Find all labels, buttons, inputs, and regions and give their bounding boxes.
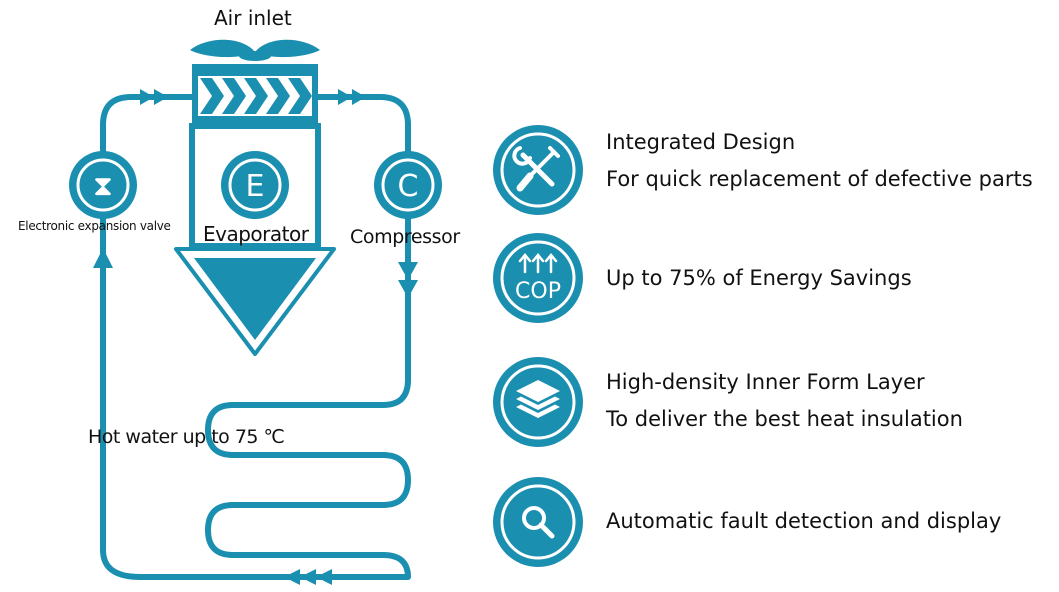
flow-arrow xyxy=(284,569,332,585)
cop-icon: COP xyxy=(493,233,583,323)
valve-symbol: ⧗ xyxy=(93,169,113,202)
expansion-valve-icon xyxy=(69,151,137,219)
fan-icon xyxy=(190,39,320,61)
evaporator-icon xyxy=(221,151,289,219)
evaporator-label: Evaporator xyxy=(203,222,309,246)
flow-arrow xyxy=(93,248,113,268)
hot-water-label: Hot water up to 75 ℃ xyxy=(88,426,285,448)
feature-inner-form-layer: High-density Inner Form Layer To deliver… xyxy=(606,364,963,438)
feature-energy-savings: Up to 75% of Energy Savings xyxy=(606,260,912,297)
compressor-icon xyxy=(374,151,442,219)
air-inlet-label: Air inlet xyxy=(214,6,292,30)
evaporator-unit xyxy=(174,123,336,356)
flow-arrow xyxy=(398,262,418,298)
tools-icon xyxy=(493,125,583,215)
feature-integrated-design: Integrated Design For quick replacement … xyxy=(606,124,1033,198)
feature-title: Integrated Design xyxy=(606,130,796,154)
refrigerant-pipe xyxy=(100,94,411,580)
flow-arrow xyxy=(338,89,366,105)
feature-title: Automatic fault detection and display xyxy=(606,509,1002,533)
flow-arrow xyxy=(140,89,168,105)
compressor-label: Compressor xyxy=(350,226,460,248)
feature-title: Up to 75% of Energy Savings xyxy=(606,266,912,290)
feature-fault-detection: Automatic fault detection and display xyxy=(606,503,1001,540)
feature-subtitle: For quick replacement of defective parts xyxy=(606,167,1033,191)
compressor-letter: C xyxy=(398,169,419,204)
cop-icon-text: COP xyxy=(515,279,561,304)
expansion-valve-label: Electronic expansion valve xyxy=(18,219,171,233)
air-inlet-duct xyxy=(192,64,318,126)
heat-pump-cycle-diagram: ⧗ E C xyxy=(69,39,442,585)
feature-subtitle: To deliver the best heat insulation xyxy=(606,407,963,431)
search-icon xyxy=(493,477,583,567)
evaporator-letter: E xyxy=(246,169,265,204)
layers-icon xyxy=(493,357,583,447)
feature-title: High-density Inner Form Layer xyxy=(606,370,925,394)
